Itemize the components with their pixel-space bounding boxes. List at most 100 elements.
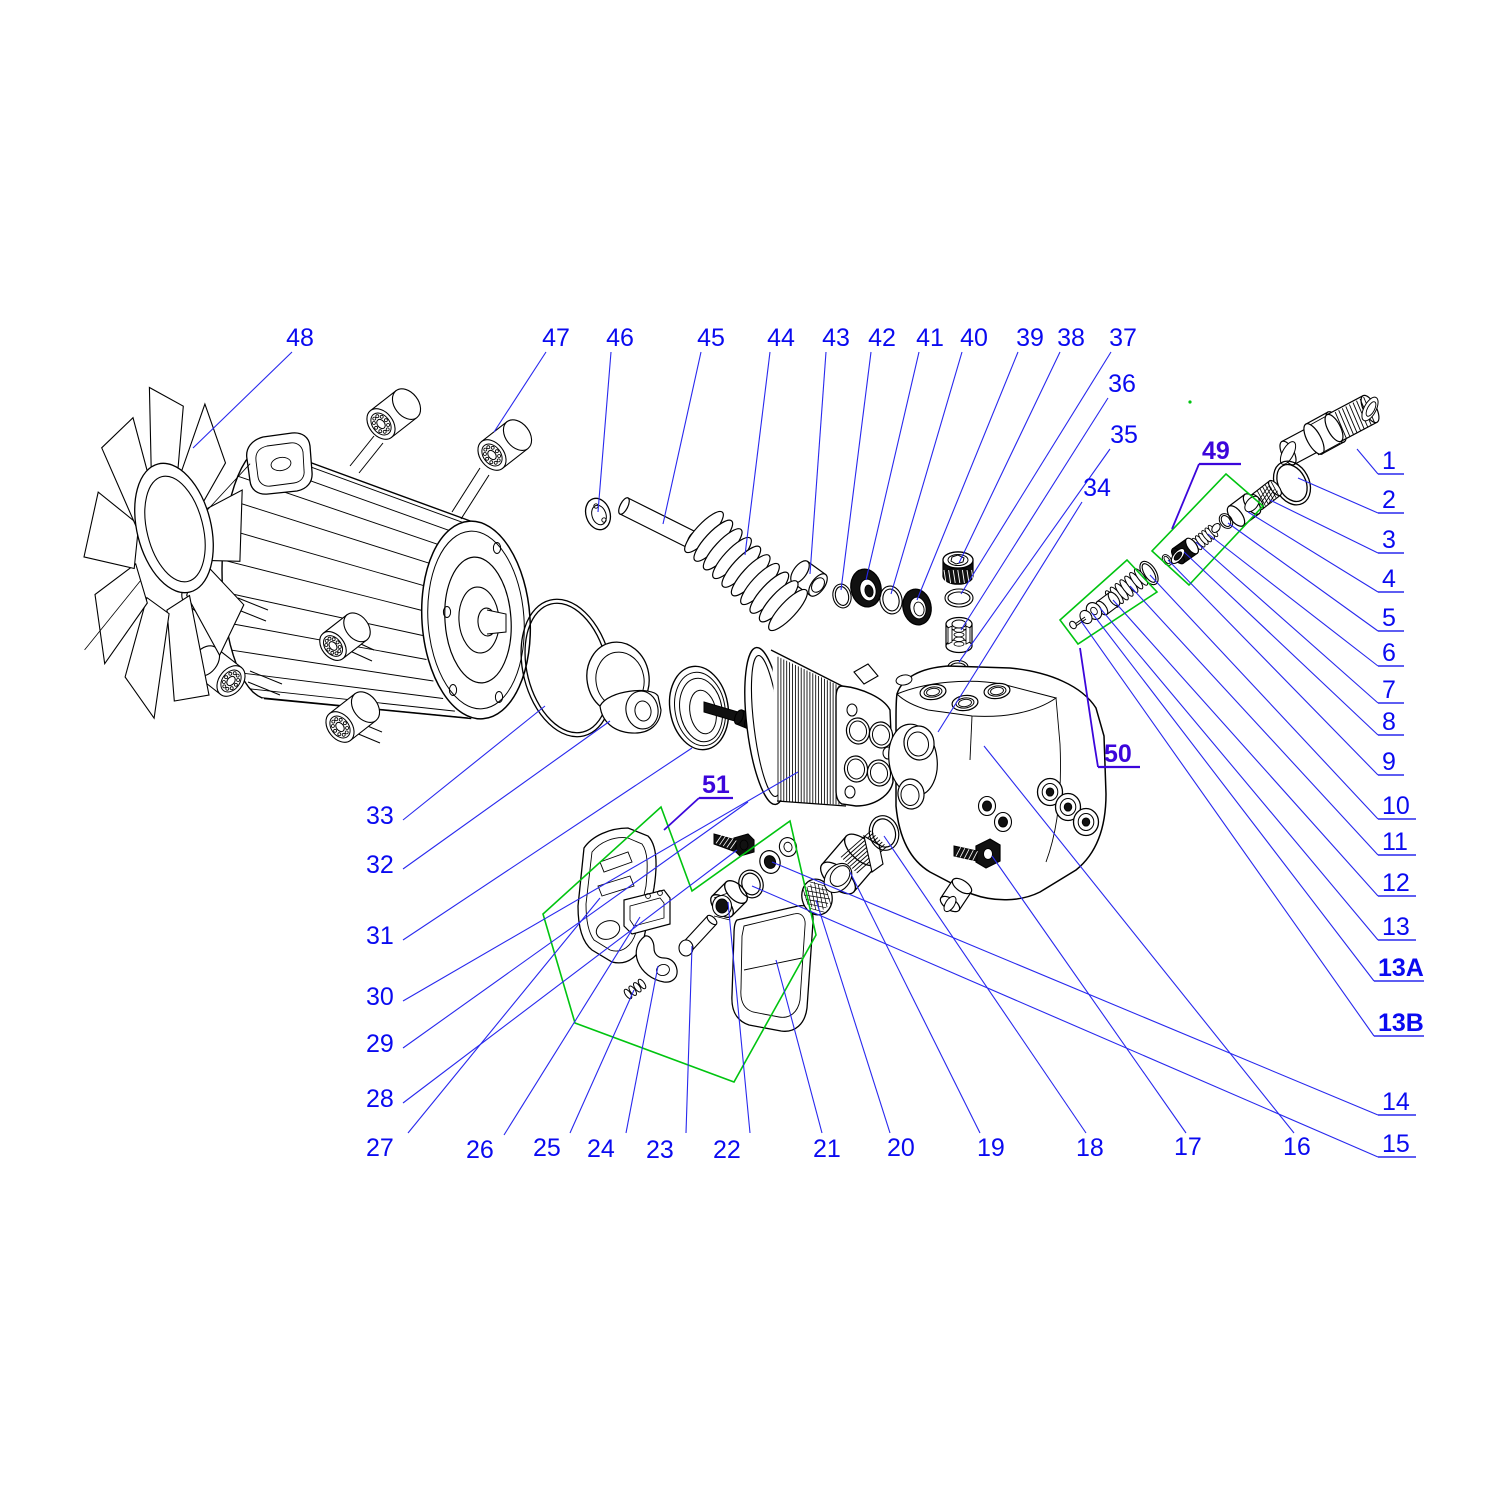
leader-line-9 <box>1167 559 1379 776</box>
inlet-fitting <box>1279 394 1380 466</box>
callout-label-45: 45 <box>697 324 725 352</box>
leader-line-45 <box>662 351 702 525</box>
callout-label-3: 3 <box>1382 526 1396 554</box>
leader-line-25 <box>569 989 635 1134</box>
cylinder-barrel <box>744 646 894 807</box>
rubber-mount-2 <box>477 419 533 471</box>
leader-line-1 <box>1356 448 1379 475</box>
leader-line-28 <box>402 849 738 1104</box>
o-ring-37 <box>944 588 974 608</box>
snap-ring <box>738 869 764 899</box>
leader-line-44 <box>744 351 771 556</box>
circlip <box>584 497 612 531</box>
leader-line-26 <box>503 916 641 1136</box>
small-spring <box>623 978 647 1000</box>
washer <box>759 850 781 874</box>
callout-label-34: 34 <box>1083 474 1111 502</box>
leader-line-22 <box>727 901 751 1134</box>
callout-label-49: 49 <box>1202 437 1230 465</box>
leader-line-13 <box>1099 607 1379 941</box>
o-ring-42 <box>832 583 852 609</box>
callout-label-11: 11 <box>1382 828 1408 856</box>
callout-label-31: 31 <box>366 922 394 950</box>
leader-line-24 <box>625 965 659 1134</box>
callout-label-16: 16 <box>1283 1133 1311 1161</box>
callout-label-22: 22 <box>713 1136 741 1164</box>
callout-label-13B: 13B <box>1378 1009 1424 1037</box>
motor <box>221 432 532 744</box>
hex-bolt-right <box>953 838 1001 869</box>
leader-line-49 <box>1171 463 1200 530</box>
leader-line-29 <box>402 801 749 1049</box>
leader-line-10 <box>1149 574 1379 820</box>
leader-line-6 <box>1207 533 1379 667</box>
rubber-mount-4 <box>319 612 371 661</box>
callout-label-47: 47 <box>542 324 570 352</box>
leader-line-21 <box>775 959 823 1134</box>
leader-line-4 <box>1247 511 1379 593</box>
leader-line-12 <box>1112 599 1379 897</box>
callout-label-27: 27 <box>366 1134 394 1162</box>
callout-label-36: 36 <box>1108 370 1136 398</box>
leader-line-46 <box>597 351 612 513</box>
o-ring-18 <box>868 815 900 851</box>
unloader-kit-parts <box>1069 568 1149 630</box>
callout-label-20: 20 <box>887 1134 915 1162</box>
callout-label-1: 1 <box>1382 447 1396 475</box>
leader-line-48 <box>192 351 293 449</box>
callout-label-21: 21 <box>813 1135 841 1163</box>
leader-line-34 <box>937 501 1083 733</box>
leader-line-20 <box>815 899 891 1134</box>
callout-label-15: 15 <box>1382 1130 1410 1158</box>
fan-blade <box>83 386 251 720</box>
callout-label-28: 28 <box>366 1085 394 1113</box>
trigger-cover <box>731 904 814 1032</box>
callout-label-4: 4 <box>1382 565 1396 593</box>
leader-line-2 <box>1297 477 1379 514</box>
callout-label-51: 51 <box>702 771 730 799</box>
callout-label-44: 44 <box>767 324 795 352</box>
kit-box-50 <box>1058 558 1159 646</box>
leader-line-47 <box>493 351 547 433</box>
leader-line-43 <box>809 351 827 575</box>
green-dot <box>1188 400 1192 404</box>
callout-label-24: 24 <box>587 1135 615 1163</box>
callout-label-7: 7 <box>1382 676 1396 704</box>
callout-label-13: 13 <box>1382 913 1410 941</box>
pump-manifold <box>888 665 1107 913</box>
rubber-mount-1 <box>366 388 422 440</box>
callout-label-48: 48 <box>286 324 314 352</box>
leader-line-18 <box>883 835 1087 1134</box>
callout-label-12: 12 <box>1382 869 1410 897</box>
callout-label-8: 8 <box>1382 708 1396 736</box>
oil-seal <box>902 588 932 626</box>
callout-label-18: 18 <box>1076 1134 1104 1162</box>
callout-label-30: 30 <box>366 983 394 1011</box>
parts-artwork <box>83 386 1380 1032</box>
callout-label-17: 17 <box>1174 1133 1202 1161</box>
lever <box>635 935 678 983</box>
leader-line-35 <box>958 448 1111 663</box>
callout-label-6: 6 <box>1382 639 1396 667</box>
swash-plate <box>586 641 662 734</box>
leader-line-5 <box>1227 522 1379 632</box>
leader-line-7 <box>1195 541 1379 704</box>
leader-line-15 <box>751 885 1379 1158</box>
callout-label-25: 25 <box>533 1134 561 1162</box>
kit-box-51 <box>542 805 817 1083</box>
leader-lines <box>192 351 1424 1158</box>
callout-label-35: 35 <box>1110 421 1138 449</box>
leader-line-3 <box>1269 499 1379 554</box>
leader-line-40 <box>890 351 963 595</box>
leader-line-41 <box>865 351 920 581</box>
o-ring-40 <box>879 585 903 615</box>
cup-seal <box>790 560 828 597</box>
callout-label-5: 5 <box>1382 604 1396 632</box>
callout-label-37: 37 <box>1109 324 1137 352</box>
leader-line-14 <box>771 861 1379 1116</box>
main-spring <box>684 510 808 632</box>
kit-box-49 <box>1150 472 1265 587</box>
plunger-pin <box>678 914 718 957</box>
